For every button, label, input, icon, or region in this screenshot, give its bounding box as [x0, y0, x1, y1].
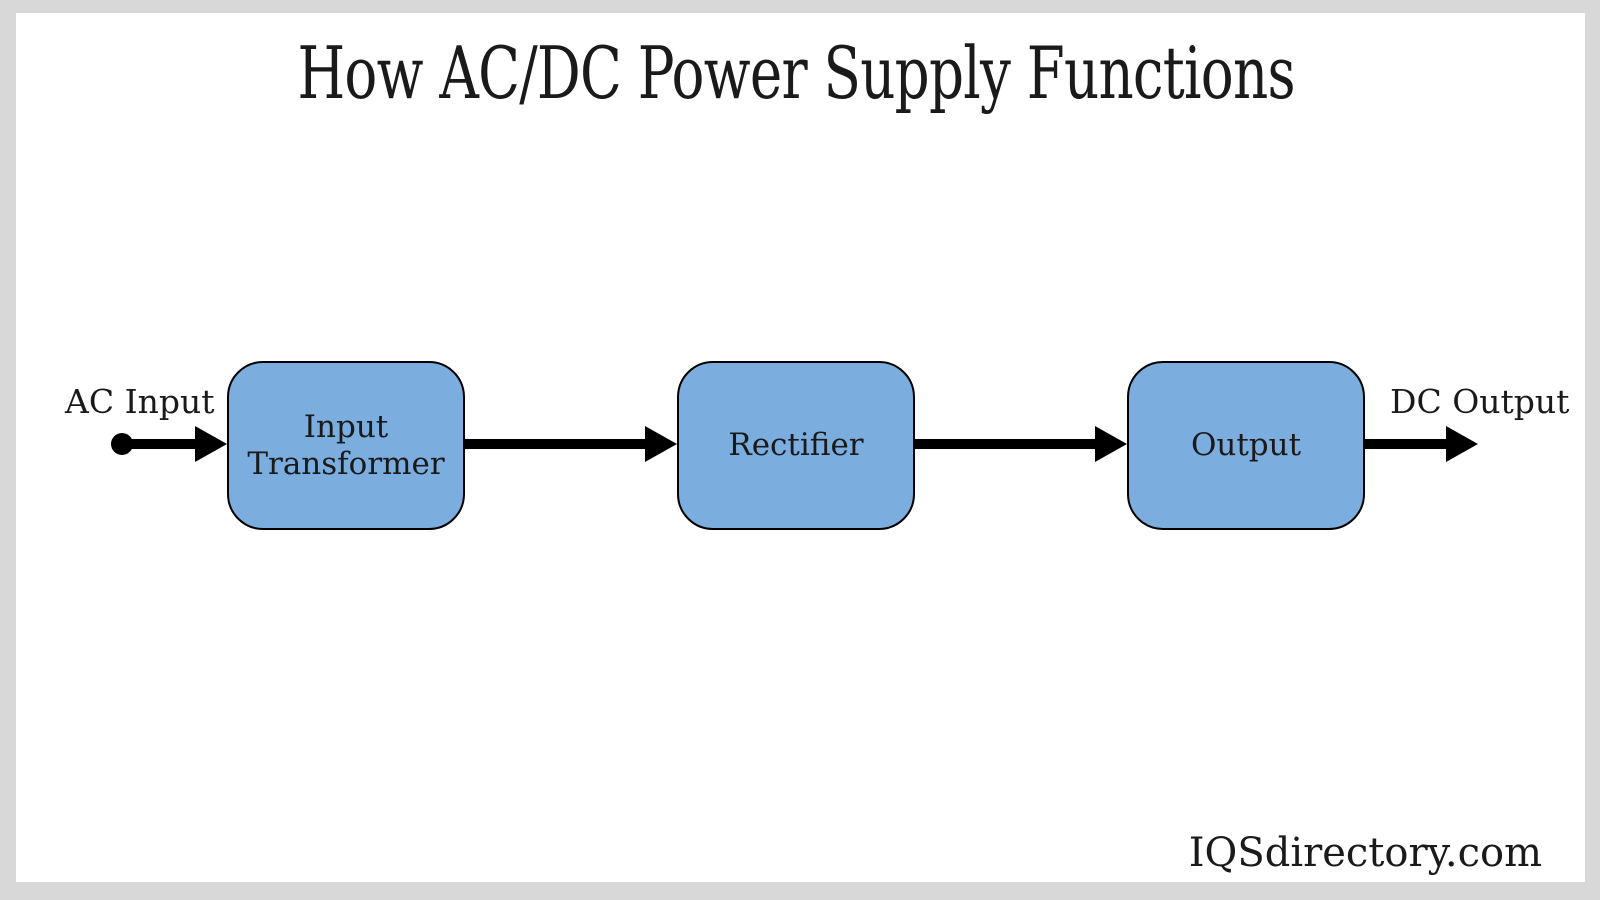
label-dc-output: DC Output	[1390, 382, 1570, 421]
arrowhead-icon	[1446, 426, 1478, 462]
arrowhead-icon	[195, 426, 227, 462]
arrow-rectifier-to-output	[915, 426, 1127, 462]
arrow-output-to-dc-output	[1365, 426, 1478, 462]
arrowhead-icon	[645, 426, 677, 462]
node-input-transformer-label: Input Transformer	[247, 408, 445, 482]
diagram-title: How AC/DC Power Supply Functions	[16, 37, 1585, 109]
node-rectifier-label: Rectifier	[728, 427, 864, 464]
arrow-transformer-to-rectifier	[465, 426, 677, 462]
label-ac-input: AC Input	[65, 382, 215, 421]
arrowhead-icon	[1095, 426, 1127, 462]
node-output-label: Output	[1190, 427, 1302, 464]
diagram-title-text: How AC/DC Power Supply Functions	[297, 31, 1296, 115]
node-output: Output	[1127, 361, 1365, 530]
watermark: IQSdirectory.com	[1188, 830, 1542, 876]
node-input-transformer: Input Transformer	[227, 361, 465, 530]
diagram-canvas: How AC/DC Power Supply Functions In	[16, 13, 1585, 882]
arrow-ac-input-to-transformer	[111, 426, 227, 462]
node-rectifier: Rectifier	[677, 361, 915, 530]
flow-connectors	[111, 426, 1478, 462]
